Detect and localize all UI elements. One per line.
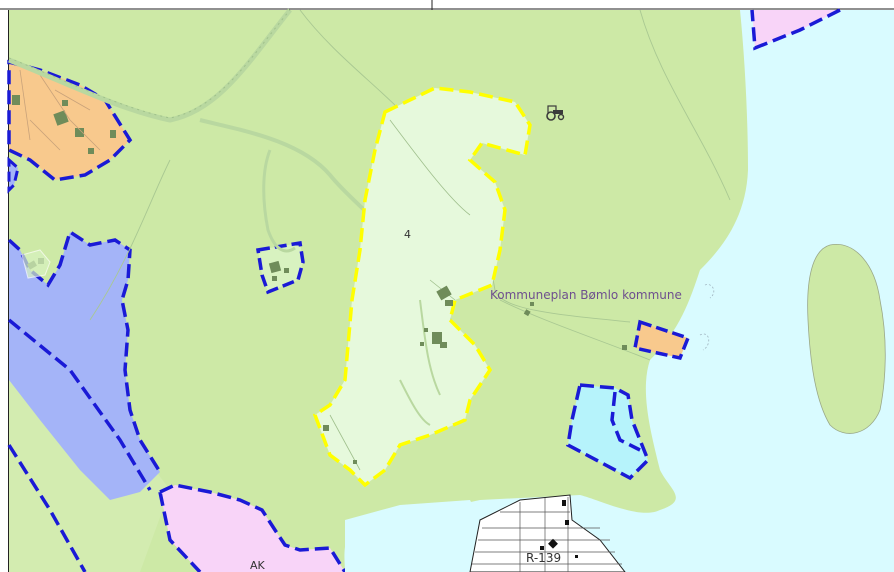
map-frame-top: [0, 0, 894, 10]
boundary-line: [7, 444, 87, 572]
zone-orange: [7, 59, 133, 182]
area-code-label: AK: [250, 559, 266, 572]
hatch-lines: [472, 497, 622, 572]
road-track: [8, 8, 292, 123]
road-code-label: R-139: [526, 551, 561, 565]
zone-cyan-inner: [610, 391, 641, 452]
road-track: [262, 149, 296, 253]
hatched-area: [469, 494, 626, 572]
water-inlet: [345, 500, 480, 572]
zone-number-label: 4: [404, 228, 411, 241]
map-frame-left: [0, 10, 9, 572]
zone-pink-boundary: [750, 8, 841, 51]
zone-4: [315, 88, 530, 485]
zone-4-internal-track: [399, 299, 441, 426]
zone-blue-plot: [255, 240, 305, 295]
map-layers: [7, 8, 894, 572]
zone-cyan: [566, 383, 651, 481]
zone-orange-right: [632, 319, 691, 361]
zone-blue-boundary: [7, 229, 162, 473]
small-plot: [21, 249, 51, 279]
zone-blue-small: [7, 156, 20, 194]
plan-name-label: Kommuneplan Bømlo kommune: [490, 288, 682, 302]
buildings-zone-4: [323, 285, 453, 464]
zone-blue-purple: [9, 232, 160, 500]
buildings-orange: [12, 95, 116, 154]
buildings-plot: [268, 260, 289, 281]
hatch-markers: [540, 500, 578, 558]
tractor-icon: [546, 105, 565, 121]
rock-outline: [699, 284, 715, 351]
zone-pink-boundary: [158, 483, 347, 572]
island-area: [807, 243, 886, 434]
zone-4-boundary: [312, 86, 532, 488]
boundary-line: [7, 318, 152, 491]
property-lines: [19, 69, 101, 151]
